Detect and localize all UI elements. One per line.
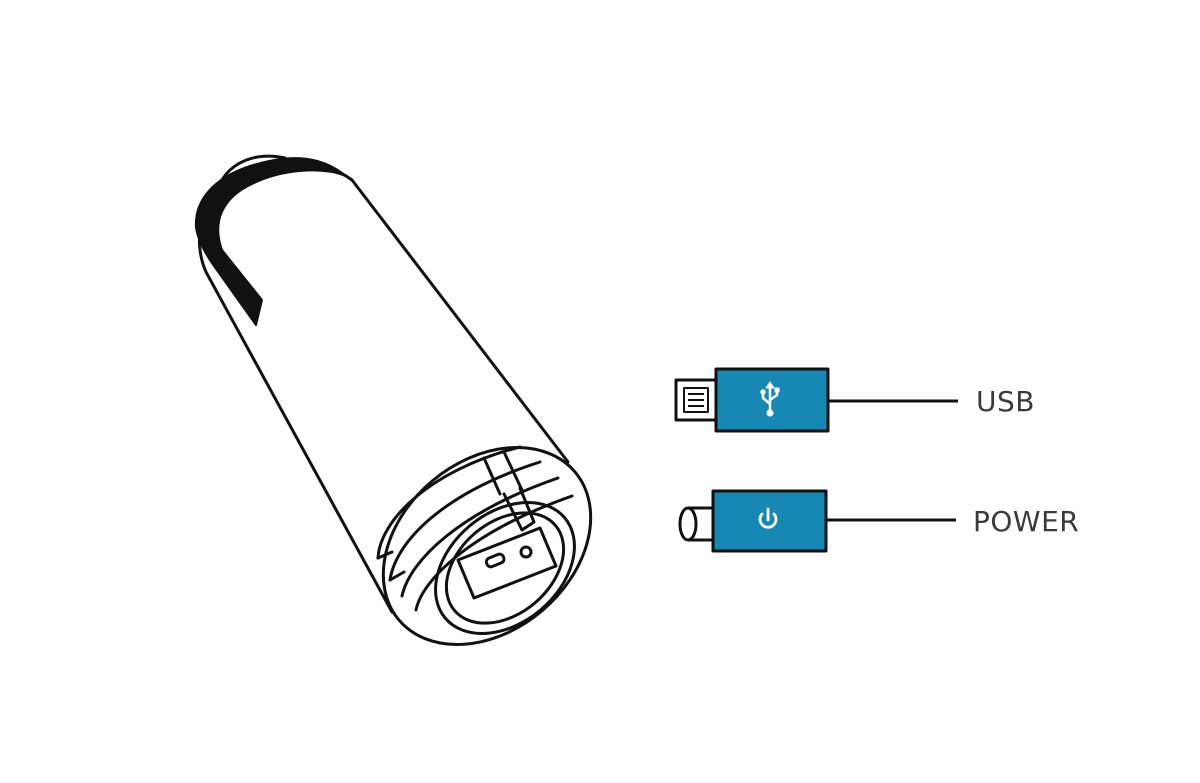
device-inner-post: [502, 486, 536, 532]
usb-icon: [760, 381, 780, 417]
power-plug-tip: [678, 506, 698, 542]
device-strap: [194, 157, 347, 326]
device-band-line-4: [414, 494, 574, 612]
device-band-notch-2: [502, 450, 524, 492]
device-band-line-1: [376, 445, 522, 560]
device-band-line-2: [388, 460, 542, 582]
device-band-line-3: [400, 476, 560, 598]
device-illustration: [194, 154, 593, 647]
device-end-inner: [434, 501, 576, 635]
device-band-notch-4: [388, 570, 406, 582]
power-body: [711, 489, 828, 553]
usb-label: USB: [976, 385, 1035, 418]
power-label: POWER: [973, 505, 1079, 538]
device-usb-port: [484, 552, 506, 569]
device-end-inner-2: [444, 511, 566, 625]
device-band-notch-3: [376, 550, 394, 560]
power-connector: [678, 489, 956, 553]
usb-connector: [674, 367, 958, 433]
device-band-notch-1: [482, 456, 502, 496]
device-port-panel: [456, 526, 558, 600]
power-icon: [758, 507, 778, 529]
device-power-port: [519, 545, 533, 559]
